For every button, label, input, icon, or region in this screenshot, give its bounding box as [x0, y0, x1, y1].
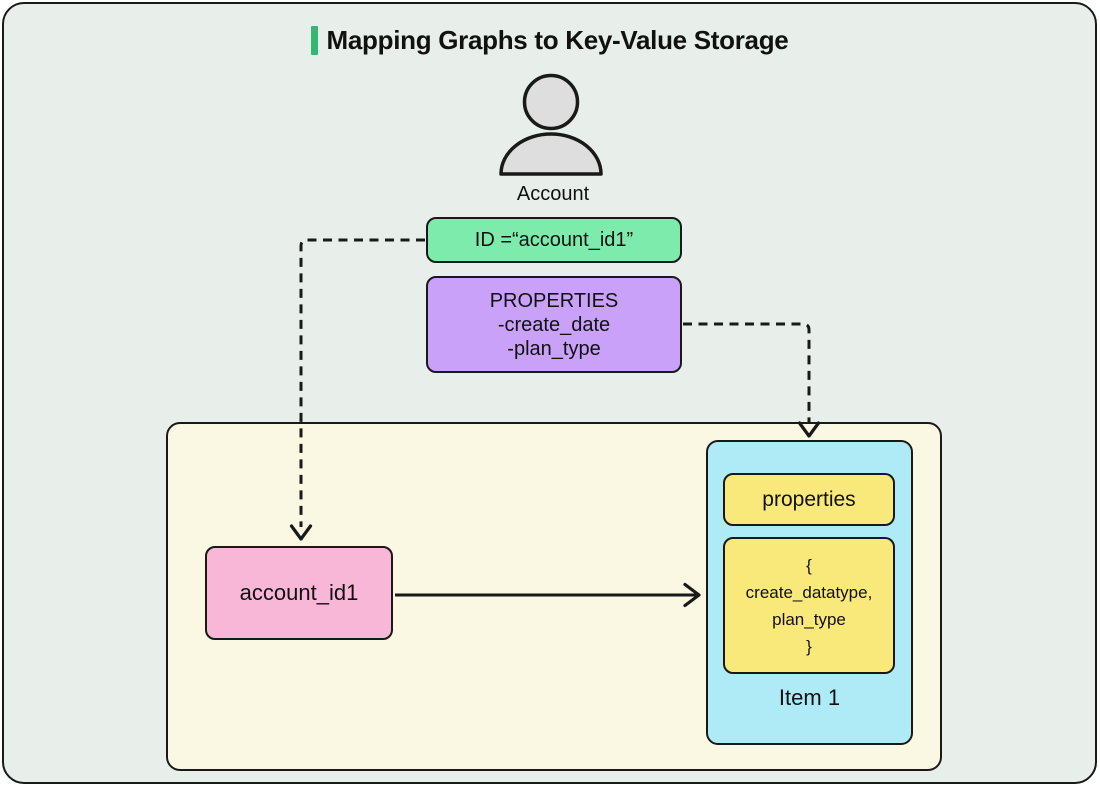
properties-box-line: -create_date: [497, 313, 611, 336]
field-box-text: properties: [762, 487, 856, 511]
connector-properties-to-item: [683, 322, 821, 438]
page-title: Mapping Graphs to Key-Value Storage: [4, 25, 1095, 56]
id-box: ID =“account_id1”: [426, 217, 682, 263]
field-box: properties: [723, 473, 895, 526]
value-box-line: {: [806, 555, 812, 575]
properties-box-line: -plan_type: [507, 337, 601, 360]
item-label: Item 1: [778, 685, 841, 710]
title-accent-bar: [310, 26, 318, 55]
value-box: { create_datatype, plan_type }: [723, 537, 895, 674]
key-box: account_id1: [205, 546, 393, 640]
storage-container: account_id1 properties { create_datatype…: [166, 422, 942, 771]
value-box-line: }: [806, 636, 812, 656]
person-icon: [499, 73, 603, 176]
properties-box: PROPERTIES -create_date -plan_type: [426, 276, 682, 373]
account-label: Account: [516, 183, 590, 205]
page-title-text: Mapping Graphs to Key-Value Storage: [326, 25, 789, 55]
item-container: properties { create_datatype, plan_type …: [706, 440, 913, 745]
value-box-line: create_datatype,: [745, 582, 873, 602]
id-box-text: ID =“account_id1”: [474, 228, 634, 251]
value-box-line: plan_type: [772, 609, 846, 629]
properties-box-line: PROPERTIES: [489, 289, 619, 312]
key-box-text: account_id1: [239, 580, 359, 605]
